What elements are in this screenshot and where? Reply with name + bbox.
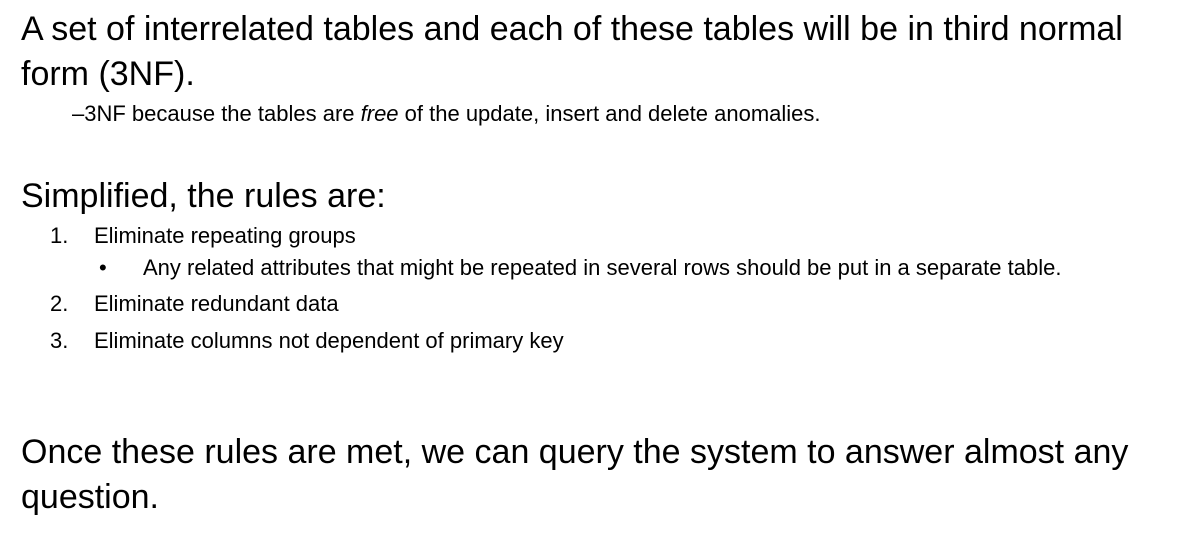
rule-number: 3. [50,328,69,353]
rules-heading: Simplified, the rules are: [21,177,386,215]
rule-1-bullet-text: Any related attributes that might be rep… [143,255,1062,280]
intro-note-prefix: –3NF because the tables are [72,101,361,126]
intro-note-suffix: of the update, insert and delete anomali… [398,101,821,126]
rule-item-2: 2. Eliminate redundant data [50,290,1170,318]
intro-note-emphasis: free [360,101,399,126]
rule-item-3: 3. Eliminate columns not dependent of pri… [50,327,1170,355]
rule-number: 1. [50,223,69,248]
rule-label: Eliminate repeating groups [94,223,356,248]
rule-label: Eliminate columns not dependent of prima… [94,328,564,353]
rules-list: 1. Eliminate repeating groups • Any relat… [50,222,1170,364]
rule-label: Eliminate redundant data [94,291,339,316]
intro-note: –3NF because the tables are free of the … [72,100,821,128]
rule-1-bullet: • Any related attributes that might be r… [50,254,1170,281]
closing-text: Once these rules are met, we can query t… [21,433,1129,516]
rule-item-1: 1. Eliminate repeating groups • Any relat… [50,222,1170,281]
intro-text: A set of interrelated tables and each of… [21,10,1123,93]
rule-number: 2. [50,291,69,316]
bullet-icon: • [99,255,107,280]
